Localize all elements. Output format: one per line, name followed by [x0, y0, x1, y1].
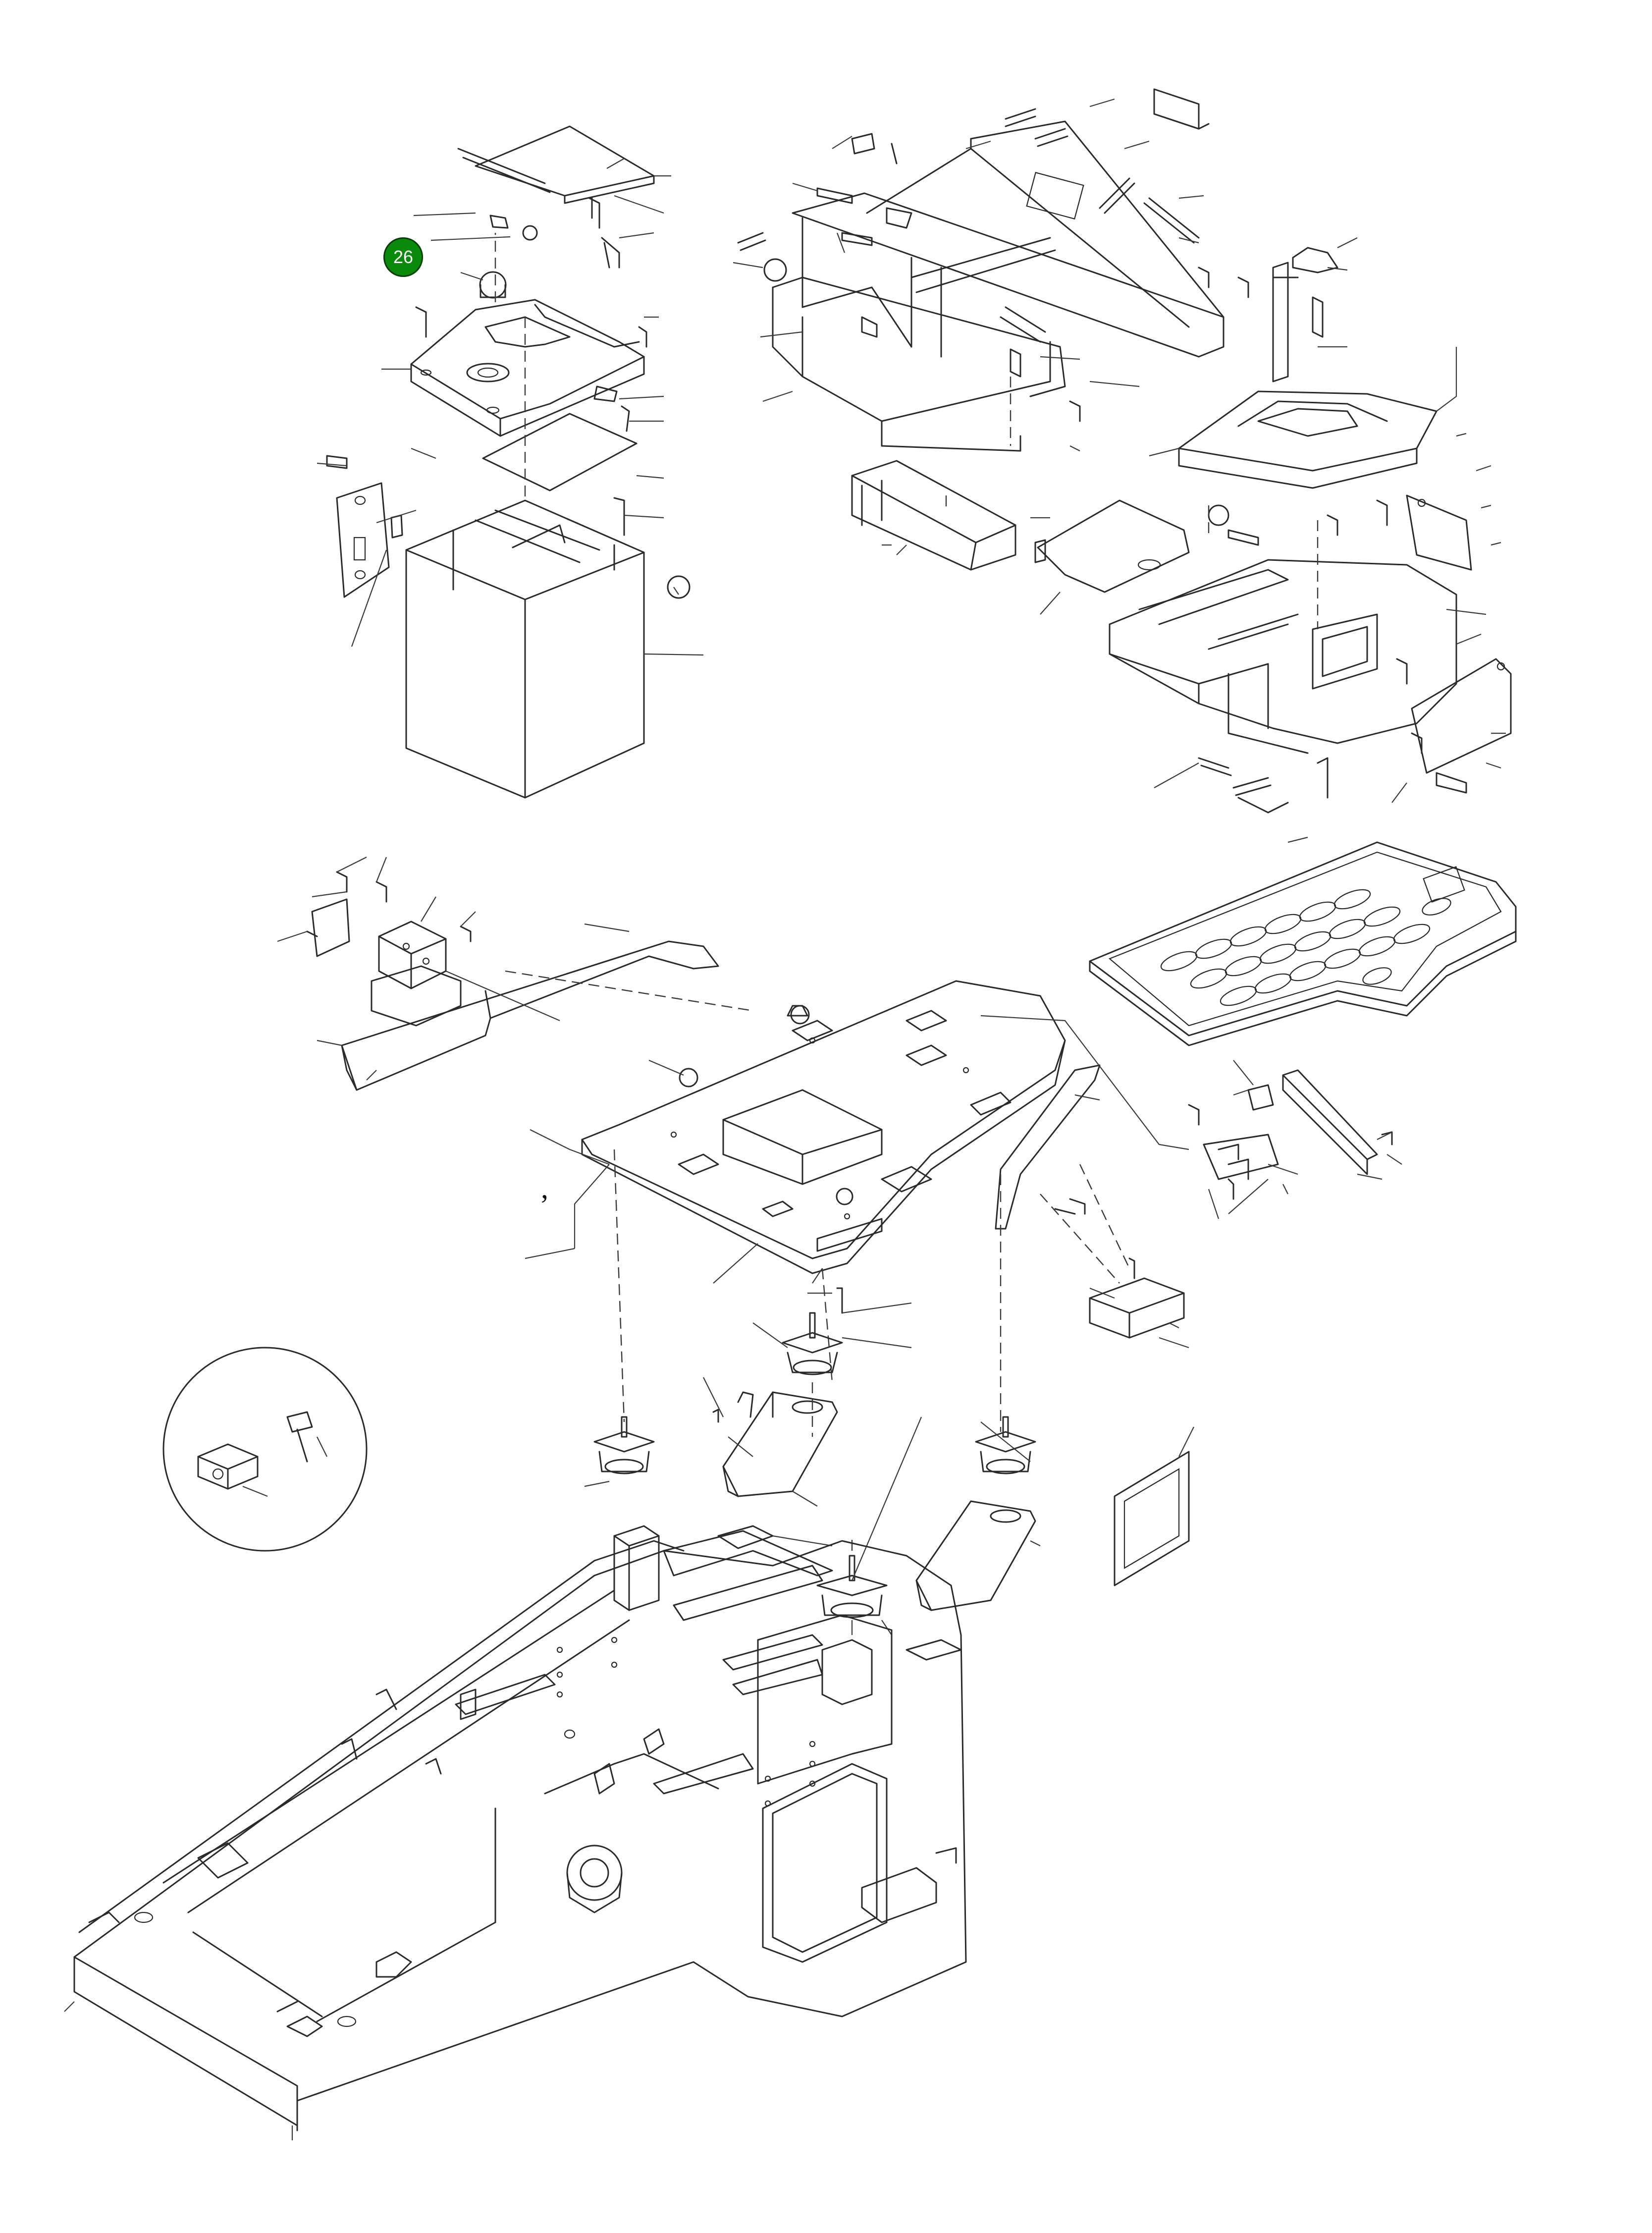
right-small-bracket: [1188, 1084, 1279, 1200]
right-support-block: [1089, 1257, 1185, 1339]
battery-top-tray: [410, 299, 645, 437]
detail-view-circle: [162, 1347, 368, 1552]
control-console-top: [1178, 390, 1438, 489]
seat-plate-leader-lines: [525, 1015, 1189, 1432]
battery-side-bracket: [336, 482, 403, 598]
battery-cover-lid: [457, 125, 655, 204]
frame-assembly: [1109, 559, 1457, 754]
console-rods: [737, 108, 1200, 343]
isolator-mount-center: [782, 1287, 843, 1375]
isolator-mount-left: [593, 1416, 655, 1474]
battery-leader-lines: [317, 158, 704, 656]
frame-leader-lines: [1149, 237, 1506, 843]
chassis-main-frame: [73, 1525, 967, 2131]
left-bracket-assembly: [306, 871, 472, 1027]
left-leader-lines: [277, 857, 753, 1081]
seat-plate-right-rail: [995, 1064, 1101, 1230]
right-end-plate: [1282, 1069, 1393, 1175]
console-bolts: [763, 133, 1249, 422]
decal-sheet: [1114, 1426, 1194, 1586]
console-cover-plate: [1034, 499, 1190, 593]
frame-side-panels: [1327, 494, 1512, 774]
isolator-mount-front: [816, 1555, 888, 1618]
mount-brackets: [712, 1391, 1036, 1611]
frame-hardware: [1198, 504, 1467, 814]
seat-mounting-plate: [581, 980, 1066, 1274]
callout-badge: 26: [383, 237, 423, 277]
seat-support-stand: [1272, 247, 1338, 382]
battery-hardware: [326, 197, 691, 599]
console-bracket: [851, 460, 1016, 571]
floor-mat-slots: [1160, 866, 1465, 1006]
stray-mark: ,: [541, 1172, 548, 1204]
isolator-mount-right: [975, 1416, 1036, 1474]
long-side-beam: [341, 940, 719, 1091]
console-leader-lines: [733, 98, 1204, 615]
chassis-leader-lines: [64, 2001, 293, 2140]
battery-box: [405, 499, 645, 799]
battery-mat: [482, 413, 638, 491]
floor-mat: [1089, 841, 1517, 1046]
right-mid-leader-lines: [1079, 1060, 1402, 1349]
